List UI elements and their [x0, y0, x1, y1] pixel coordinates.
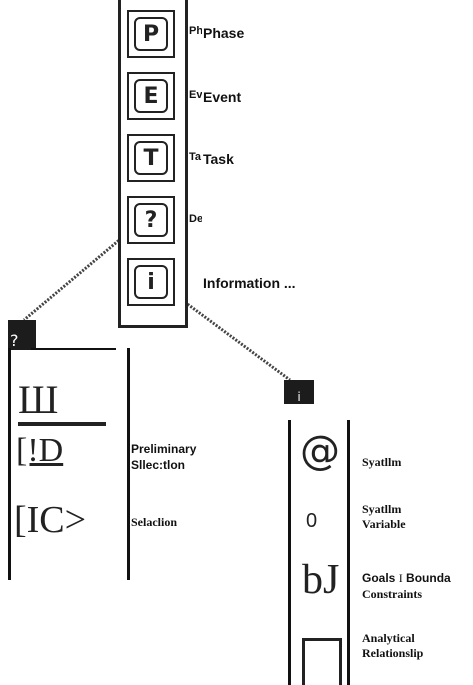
event-tool-label: EvEvent — [189, 89, 241, 105]
decision-item-2-glyph[interactable]: [IC> — [14, 499, 87, 541]
information-tool-button[interactable]: i — [127, 258, 175, 306]
task-cut-label: Ta — [189, 151, 202, 163]
info-item-0-label: Syatllm — [362, 455, 402, 469]
phase-tool-label: PhPhase — [189, 25, 244, 41]
decision-tool-button[interactable]: ? — [127, 196, 175, 244]
decision-item-2-label: Selaclion — [131, 515, 178, 529]
task-icon: T — [134, 141, 168, 175]
info-item-2-prefix: Goals — [362, 571, 396, 585]
info-item-2-suffix: Bounda — [406, 571, 451, 585]
info-item-2-label: Goals I Bounda Constraints — [362, 570, 451, 602]
phase-label-text: Phase — [203, 25, 245, 41]
phase-tool-button[interactable]: P — [127, 10, 175, 58]
decision-item-0-glyph[interactable]: Ш — [18, 380, 106, 426]
info-item-2-sep: I — [398, 571, 403, 585]
decision-icon: ? — [134, 203, 168, 237]
decision-cut-label: De — [189, 213, 202, 225]
square-icon[interactable] — [302, 638, 342, 685]
info-item-1-label: Syatllm Variable — [362, 502, 406, 531]
zero-icon[interactable]: 0 — [306, 510, 318, 532]
event-icon: E — [134, 79, 168, 113]
task-tool-button[interactable]: T — [127, 134, 175, 182]
decision-subpanel — [8, 348, 130, 580]
info-item-3-label: Analytical Relationslip — [362, 631, 424, 660]
decision-panel-badge: ? — [8, 320, 36, 350]
info-item-2-line2: Constraints — [362, 587, 423, 601]
main-toolbar: P E T ? i — [118, 0, 188, 328]
decision-item-1-glyph[interactable]: [!D — [16, 432, 64, 469]
decision-tool-label: De — [189, 213, 203, 229]
event-tool-button[interactable]: E — [127, 72, 175, 120]
event-label-text: Event — [203, 89, 242, 105]
information-panel-badge: i — [284, 380, 314, 404]
information-tool-label: Information ... — [203, 275, 296, 291]
information-label-text: Information ... — [203, 275, 296, 291]
information-subpanel — [288, 420, 350, 685]
panel-top-rule — [31, 348, 116, 350]
at-sign-icon[interactable]: @ — [300, 428, 340, 474]
phase-icon: P — [134, 17, 168, 51]
task-label-text: Task — [203, 151, 234, 167]
bj-icon[interactable]: bJ — [302, 557, 340, 603]
phase-cut-label: Ph — [189, 25, 202, 37]
information-icon: i — [134, 265, 168, 299]
event-cut-label: Ev — [189, 89, 202, 101]
decision-item-1-label: Preliminary Sllec:tlon — [131, 442, 197, 472]
